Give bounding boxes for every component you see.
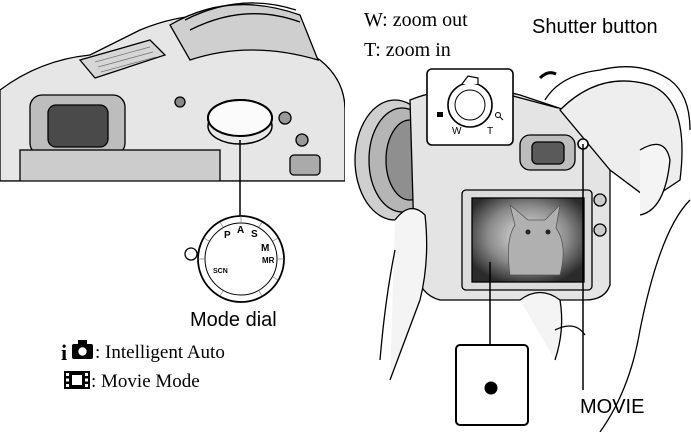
dial-mark-a: A bbox=[237, 225, 245, 236]
film-icon bbox=[64, 371, 90, 389]
dial-mark-p: P bbox=[224, 230, 231, 241]
dial-mark-m: M bbox=[261, 243, 270, 254]
mode-dial-label: Mode dial bbox=[190, 309, 277, 331]
movie-button-label: MOVIE bbox=[580, 396, 645, 418]
camera-top-view bbox=[0, 2, 345, 181]
dial-mark-mr: MR bbox=[262, 256, 275, 265]
zoom-lever-inset bbox=[426, 68, 559, 146]
zoom-out-label: W: zoom out bbox=[364, 9, 468, 31]
mode-dial-detail bbox=[184, 215, 285, 303]
svg-text:i: i bbox=[61, 340, 67, 365]
zoom-lever-w-mark: W bbox=[452, 126, 462, 137]
dial-mark-s: S bbox=[251, 229, 258, 240]
dial-mark-scn: SCN bbox=[213, 268, 228, 275]
i-camera-icon: i bbox=[61, 340, 93, 365]
zoom-lever-t-mark: T bbox=[487, 126, 494, 137]
record-dot-icon bbox=[484, 381, 498, 395]
movie-mode-label: : Movie Mode bbox=[91, 371, 200, 392]
shutter-button-label: Shutter button bbox=[532, 16, 658, 38]
zoom-in-label: T: zoom in bbox=[364, 39, 451, 61]
intelligent-auto-label: : Intelligent Auto bbox=[95, 342, 225, 363]
camera-back-view bbox=[354, 66, 691, 432]
